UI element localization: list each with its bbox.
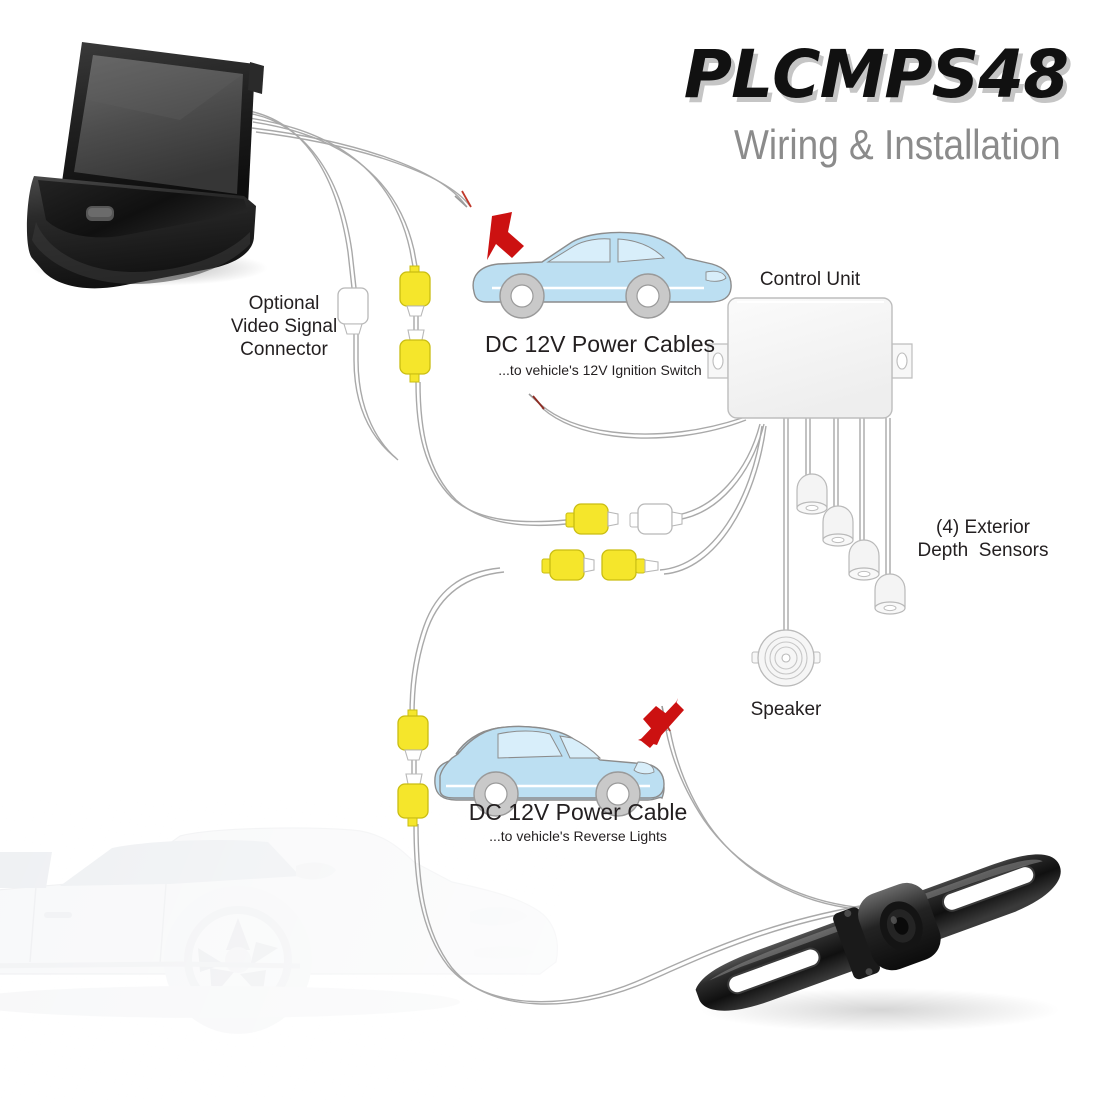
control-unit-box[interactable] (707, 297, 913, 419)
car-illustration-rear (434, 725, 665, 817)
car-illustration-front (472, 231, 732, 319)
bare-wire-end-ignition-upper (454, 190, 472, 208)
label-control-unit: Control Unit (759, 269, 861, 290)
buzzer-speaker[interactable] (751, 629, 821, 687)
rca-connector-yellow[interactable] (397, 773, 429, 827)
bare-wire-end-ignition-lower (528, 393, 545, 410)
depth-sensor (822, 505, 854, 547)
video-signal-connector[interactable] (629, 503, 683, 535)
rca-connector-yellow[interactable] (399, 329, 431, 383)
foldable-lcd-monitor[interactable] (26, 42, 268, 289)
depth-sensors-group (796, 473, 906, 615)
label-dc-power-cable: DC 12V Power Cable (468, 799, 688, 825)
red-arrow-ignition (487, 212, 524, 260)
label-dc-power-cables-sub: ...to vehicle's 12V Ignition Switch (498, 362, 702, 378)
rca-connector-yellow[interactable] (397, 709, 429, 761)
page-subtitle: Wiring & Installation (734, 121, 1061, 168)
title-block: PLCMPS48 Wiring & Installation (560, 42, 1080, 166)
depth-sensor (874, 573, 906, 615)
license-plate-backup-camera[interactable] (690, 843, 1069, 1032)
video-signal-connector[interactable] (337, 287, 369, 335)
rca-connector-yellow[interactable] (541, 549, 595, 581)
rca-connector-yellow[interactable] (565, 503, 619, 535)
label-dc-power-cables: DC 12V Power Cables (484, 331, 716, 357)
depth-sensor (796, 473, 828, 515)
wire-harness (242, 109, 891, 1005)
model-title: PLCMPS48 (683, 36, 1069, 113)
rca-connector-yellow[interactable] (399, 265, 431, 317)
label-dc-power-cable-sub: ...to vehicle's Reverse Lights (489, 828, 667, 844)
label-depth-sensors: (4) Exterior Depth Sensors (917, 517, 1049, 562)
red-arrow-reverse-light (638, 698, 684, 748)
label-speaker: Speaker (750, 699, 822, 720)
depth-sensor (848, 539, 880, 581)
rca-connector-yellow[interactable] (601, 549, 659, 581)
ghost-car-photo (0, 800, 580, 1100)
label-video-signal-connector: Optional Video Signal Connector (230, 293, 338, 361)
